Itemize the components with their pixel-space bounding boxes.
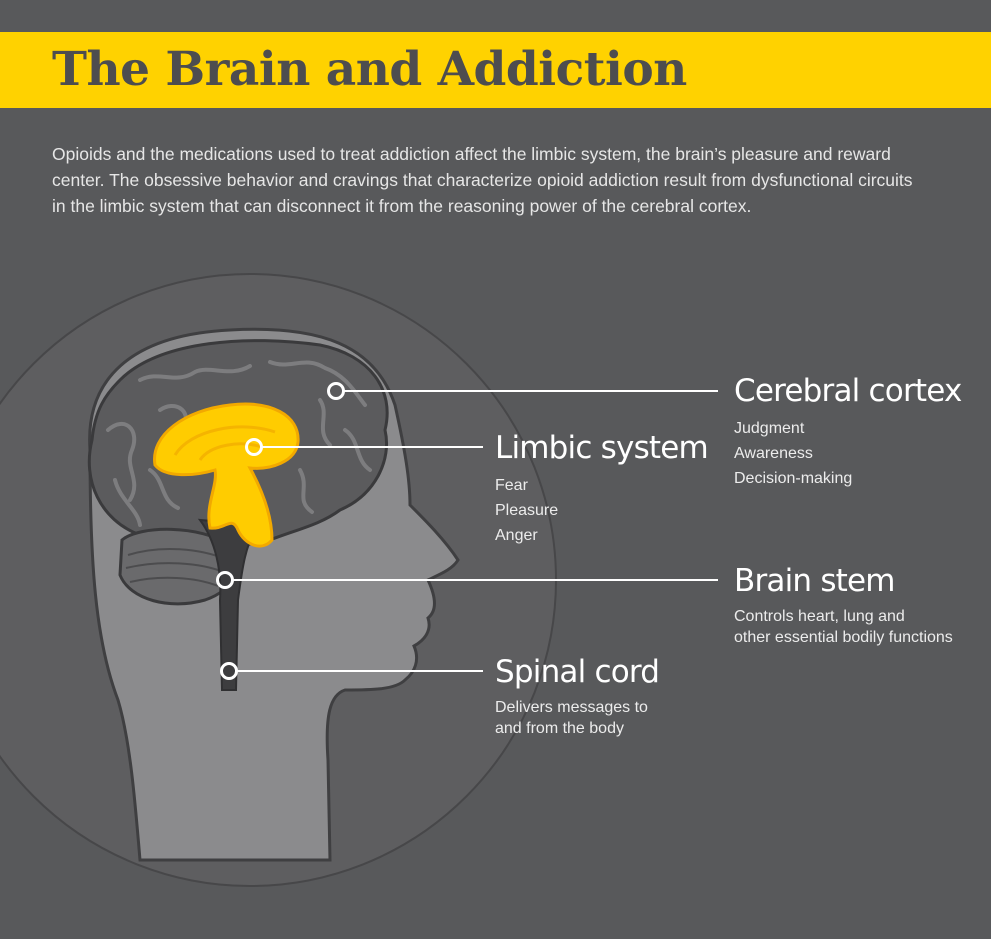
- brain-stem-description: Controls heart, lung and other essential…: [734, 608, 953, 646]
- function-item: Pleasure: [495, 502, 559, 519]
- function-item: Fear: [495, 477, 528, 494]
- cerebral-cortex-title: Cerebral cortex: [734, 373, 962, 409]
- function-item: Judgment: [734, 420, 805, 437]
- intro-paragraph: Opioids and the medications used to trea…: [52, 144, 913, 216]
- limbic-system-label: Limbic system Fear Pleasure Anger: [495, 430, 709, 548]
- brain-stem-marker: [216, 571, 234, 589]
- spinal-cord-marker: [220, 662, 238, 680]
- cerebral-cortex-marker: [327, 382, 345, 400]
- cerebral-cortex-label: Cerebral cortex Judgment Awareness Decis…: [734, 374, 962, 491]
- function-item: Awareness: [734, 445, 813, 462]
- limbic-system-title: Limbic system: [495, 430, 709, 466]
- cerebral-cortex-functions: Judgment Awareness Decision-making: [734, 416, 962, 491]
- brain-stem-title: Brain stem: [734, 563, 896, 599]
- page-title: The Brain and Addiction: [52, 42, 687, 97]
- spinal-cord-description: Delivers messages to and from the body: [495, 699, 648, 737]
- brain-stem-label: Brain stem Controls heart, lung and othe…: [734, 564, 953, 648]
- limbic-system-marker: [245, 438, 263, 456]
- limbic-system-functions: Fear Pleasure Anger: [495, 473, 708, 548]
- title-banner: [0, 32, 991, 108]
- function-item: Anger: [495, 527, 538, 544]
- spinal-cord-label: Spinal cord Delivers messages to and fro…: [495, 654, 660, 739]
- leader-lines: [233, 390, 718, 672]
- function-item: Decision-making: [734, 470, 853, 487]
- spinal-cord-title: Spinal cord: [495, 654, 660, 690]
- brain-folds: [106, 360, 372, 527]
